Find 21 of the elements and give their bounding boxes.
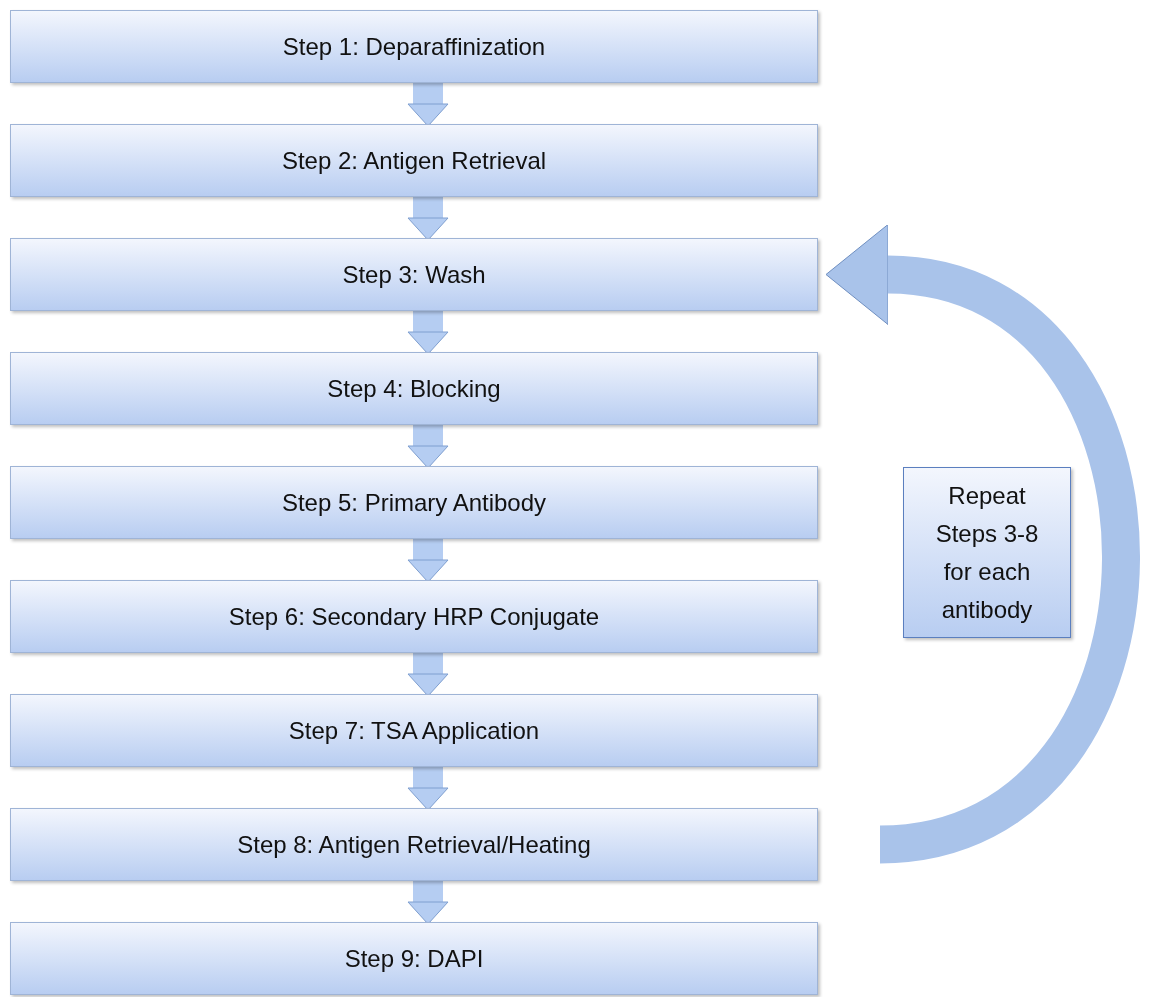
note-box: [903, 467, 1071, 638]
box-label: Step 8: Antigen Retrieval/Heating: [237, 829, 591, 860]
box-label: Step 4: Blocking: [327, 373, 501, 404]
process-box: [10, 124, 818, 197]
process-box: [10, 808, 818, 881]
box-label: Repeat Steps 3-8 for each antibody: [934, 480, 1040, 625]
box-label: Step 6: Secondary HRP Conjugate: [228, 601, 600, 632]
box-label: Step 3: Wash: [342, 259, 486, 290]
box-label: Step 1: Deparaffinization: [282, 31, 546, 62]
process-box: [10, 238, 818, 311]
process-box: [10, 10, 818, 83]
process-box: [10, 466, 818, 539]
curved-arrow: [826, 224, 1140, 864]
process-box: [10, 694, 818, 767]
process-box: [10, 352, 818, 425]
box-label: Step 9: DAPI: [344, 943, 484, 974]
box-label: Step 7: TSA Application: [288, 715, 540, 746]
box-label: Step 5: Primary Antibody: [281, 487, 547, 518]
box-label: Step 2: Antigen Retrieval: [281, 145, 547, 176]
process-box: [10, 922, 818, 995]
process-box: [10, 580, 818, 653]
